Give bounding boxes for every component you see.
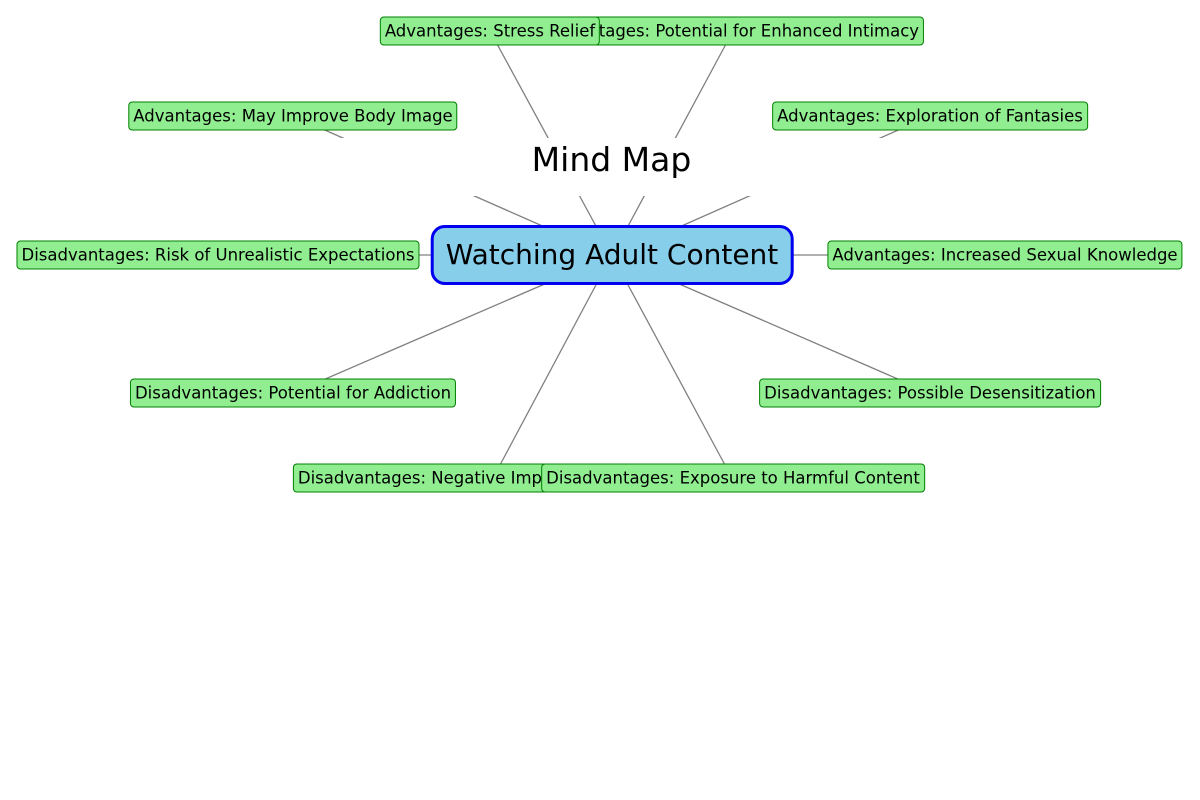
node-may-improve-body-image: Advantages: May Improve Body Image (128, 101, 458, 131)
node-stress-relief: Advantages: Stress Relief (379, 16, 601, 46)
edge-negative-impact (499, 282, 598, 466)
diagram-title: Mind Map (0, 138, 1200, 196)
node-potential-for-enhanced-intimacy: Advantages: Potential for Enhanced Intim… (541, 16, 925, 46)
edge-potential-for-enhanced-intimacy (626, 30, 734, 229)
edge-possible-desensitization (676, 282, 931, 394)
node-possible-desensitization: Disadvantages: Possible Desensitization (759, 378, 1101, 408)
edge-potential-for-addiction (292, 282, 548, 394)
center-node: Watching Adult Content (430, 225, 794, 285)
node-exposure-to-harmful-content: Disadvantages: Exposure to Harmful Conte… (541, 463, 925, 493)
node-negative-impact: Disadvantages: Negative Impa (292, 463, 558, 493)
edge-exposure-to-harmful-content (626, 282, 726, 466)
node-exploration-of-fantasies: Advantages: Exploration of Fantasies (772, 101, 1088, 131)
node-increased-sexual-knowledge: Advantages: Increased Sexual Knowledge (827, 240, 1183, 270)
node-potential-for-addiction: Disadvantages: Potential for Addiction (129, 378, 457, 408)
edge-stress-relief (489, 30, 598, 229)
node-risk-of-unrealistic-expectations: Disadvantages: Risk of Unrealistic Expec… (16, 240, 420, 270)
